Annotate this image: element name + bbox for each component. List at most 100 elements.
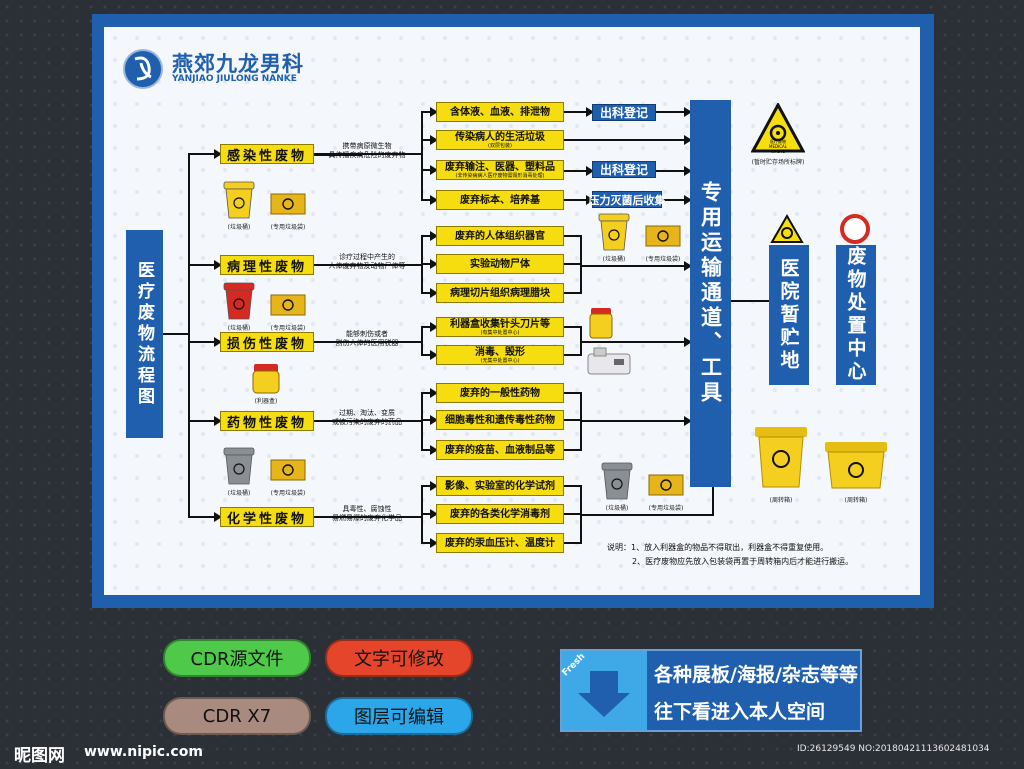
connector xyxy=(580,265,690,267)
waste-item-label: 影像、实验室的化学试剂 xyxy=(445,480,555,492)
connector xyxy=(188,154,190,518)
biohazard-sign-icon xyxy=(750,101,806,153)
arrow-head xyxy=(586,107,594,117)
connector xyxy=(188,516,220,518)
connector xyxy=(564,354,580,356)
cdr-source-button[interactable]: CDR源文件 xyxy=(163,639,311,677)
waste-item-label: 废弃输注、医器、塑料品 xyxy=(445,161,555,173)
arrow-head xyxy=(430,388,438,398)
turnover-caption-1: (周转箱) xyxy=(769,497,793,504)
connector xyxy=(421,354,436,356)
connector xyxy=(564,170,592,172)
logo-icon xyxy=(123,49,163,89)
cdr-x7-button[interactable]: CDR X7 xyxy=(163,697,311,735)
category-note-line: 携带病原微生物 xyxy=(342,142,392,150)
disinfection-device-icon xyxy=(586,346,632,376)
category-note-line: 具毒性、腐蚀性 xyxy=(342,505,392,513)
trash-bin-icon xyxy=(222,446,256,486)
waste-item-1: 传染病人的生活垃圾(双层包装) xyxy=(436,130,564,150)
arrow-head xyxy=(430,509,438,519)
connector xyxy=(421,542,436,544)
waste-item-sub: (双层包装) xyxy=(488,142,512,149)
waste-item-0: 含体液、血液、排泄物 xyxy=(436,102,564,122)
arrow-head xyxy=(430,481,438,491)
connector xyxy=(421,485,436,487)
arrow-head xyxy=(430,195,438,205)
turnover-caption-2: (周转箱) xyxy=(844,497,868,504)
connector xyxy=(188,420,220,422)
connector xyxy=(421,263,436,265)
connector xyxy=(421,449,436,451)
waste-bag-icon xyxy=(270,456,306,482)
category-note-3: 过期、淘汰、变质或被污染的废弃的药品 xyxy=(318,409,416,427)
connector xyxy=(662,199,690,201)
connector xyxy=(188,264,220,266)
category-note-line: 具传播疾病危险的废弃物 xyxy=(328,151,406,159)
waste-item-label: 废弃的汞血压计、温度计 xyxy=(445,537,555,549)
trash-bin-icon xyxy=(222,180,256,220)
bin-caption: (垃圾桶) xyxy=(605,505,629,512)
waste-item-11: 废弃的疫苗、血液制品等 xyxy=(436,440,564,460)
waste-item-label: 消毒、毁形 xyxy=(475,346,525,358)
arrow-head xyxy=(684,107,692,117)
connector xyxy=(564,292,580,294)
connector xyxy=(564,139,690,141)
arrow-head xyxy=(214,337,222,347)
waste-item-13: 废弃的各类化学消毒剂 xyxy=(436,504,564,524)
category-4: 化学性废物 xyxy=(220,507,314,527)
category-note-4: 具毒性、腐蚀性易燃易爆的废弃化学品 xyxy=(318,505,416,523)
arrow-head xyxy=(430,288,438,298)
connector xyxy=(421,326,436,328)
action-register-2: 出科登记 xyxy=(592,161,656,178)
trash-bin-icon xyxy=(600,461,634,501)
connector xyxy=(421,169,436,171)
layer-editable-button[interactable]: 图层可编辑 xyxy=(325,697,473,735)
waste-item-label: 废弃的一般性药物 xyxy=(460,387,540,399)
sign-label-en: MEDICAL WASTE xyxy=(769,144,787,154)
connector xyxy=(564,419,580,421)
connector xyxy=(314,264,422,266)
waste-item-label: 传染病人的生活垃圾 xyxy=(455,131,545,143)
sharps-box-icon xyxy=(588,305,614,339)
arrow-head xyxy=(430,350,438,360)
arrow-head xyxy=(684,261,692,271)
sign-label-cn: 医疗废物 xyxy=(770,139,786,144)
waste-item-14: 废弃的汞血压计、温度计 xyxy=(436,533,564,553)
connector xyxy=(564,199,592,201)
disposal-sign-icon xyxy=(840,214,870,244)
arrow-head xyxy=(430,415,438,425)
connector xyxy=(564,326,580,328)
connector xyxy=(580,420,690,422)
waste-item-label: 细胞毒性和遗传毒性药物 xyxy=(445,414,555,426)
category-note-line: 割伤人体的医用锐器 xyxy=(335,339,399,347)
waste-item-label: 废弃的各类化学消毒剂 xyxy=(450,508,550,520)
hospital-storage: 医院暂贮地 xyxy=(769,245,809,385)
waste-item-label: 废弃标本、培养基 xyxy=(460,194,540,206)
category-note-line: 或被污染的废弃的药品 xyxy=(332,418,402,426)
connector xyxy=(656,170,690,172)
arrow-head xyxy=(430,135,438,145)
category-note-2: 能够刺伤或者割伤人体的医用锐器 xyxy=(318,330,416,348)
banner-line2: 往下看进入本人空间 xyxy=(654,701,826,723)
waste-item-12: 影像、实验室的化学试剂 xyxy=(436,476,564,496)
sharps-box-icon xyxy=(251,362,281,394)
bag-caption: (专用垃圾袋) xyxy=(270,325,306,332)
logo-title: 燕郊九龙男科 xyxy=(172,52,304,76)
waste-item-sub: (非传染病病人医疗废物需毁形消毒处理) xyxy=(455,172,545,179)
connector xyxy=(564,263,580,265)
arrow-head xyxy=(684,166,692,176)
category-note-1: 诊疗过程中产生的人体废弃物及动物尸体等 xyxy=(318,253,416,271)
arrow-head xyxy=(684,416,692,426)
category-note-line: 易燃易爆的废弃化学品 xyxy=(332,514,402,522)
connector xyxy=(712,487,714,515)
bin-caption: (垃圾桶) xyxy=(227,325,251,332)
note-2: 2、医疗废物应先放入包装袋再置于周转箱内后才能进行搬运。 xyxy=(632,557,854,566)
arrow-head xyxy=(586,195,594,205)
connector xyxy=(564,513,580,515)
waste-item-3: 废弃标本、培养基 xyxy=(436,190,564,210)
connector xyxy=(314,420,422,422)
category-0: 感染性废物 xyxy=(220,144,314,164)
text-editable-button[interactable]: 文字可修改 xyxy=(325,639,473,677)
arrow-head xyxy=(684,135,692,145)
